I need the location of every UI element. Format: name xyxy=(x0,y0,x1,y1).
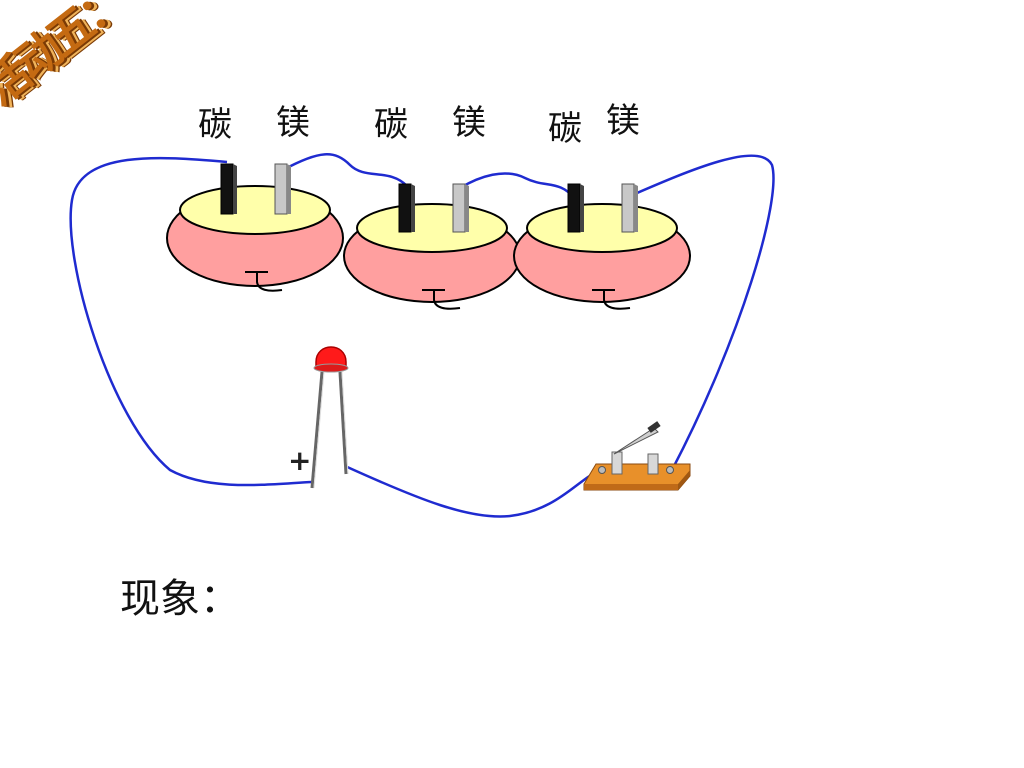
led-positive-mark: + xyxy=(288,444,312,477)
wire-right xyxy=(629,154,775,471)
led-leg-negative xyxy=(338,371,348,475)
magnesium-electrode-3 xyxy=(621,183,635,233)
carbon-label-3: 碳 xyxy=(548,109,582,149)
fruit-cell-1 xyxy=(166,163,344,292)
magnesium-electrode-1 xyxy=(274,163,288,215)
magnesium-label-2: 镁 xyxy=(452,103,486,143)
fruit-cell-2 xyxy=(343,183,521,310)
wire-bottom xyxy=(344,464,603,518)
carbon-label-2: 碳 xyxy=(374,105,408,145)
phenomenon-label: 现象： xyxy=(120,576,240,622)
carbon-electrode-3 xyxy=(567,183,581,233)
magnesium-electrode-2 xyxy=(452,183,466,233)
carbon-label-1: 碳 xyxy=(198,105,232,145)
wire-mg1-c2 xyxy=(282,153,408,187)
fruit-cell-3 xyxy=(513,183,691,310)
magnesium-label-3: 镁 xyxy=(606,101,640,141)
led xyxy=(310,346,349,489)
wire-mg2-c3 xyxy=(459,172,575,199)
carbon-electrode-2 xyxy=(398,183,412,233)
led-leg-positive xyxy=(310,371,324,489)
knife-switch xyxy=(583,421,691,491)
wires xyxy=(69,153,775,518)
carbon-electrode-1 xyxy=(220,163,234,215)
wire-left xyxy=(69,156,313,487)
magnesium-label-1: 镁 xyxy=(276,103,310,143)
